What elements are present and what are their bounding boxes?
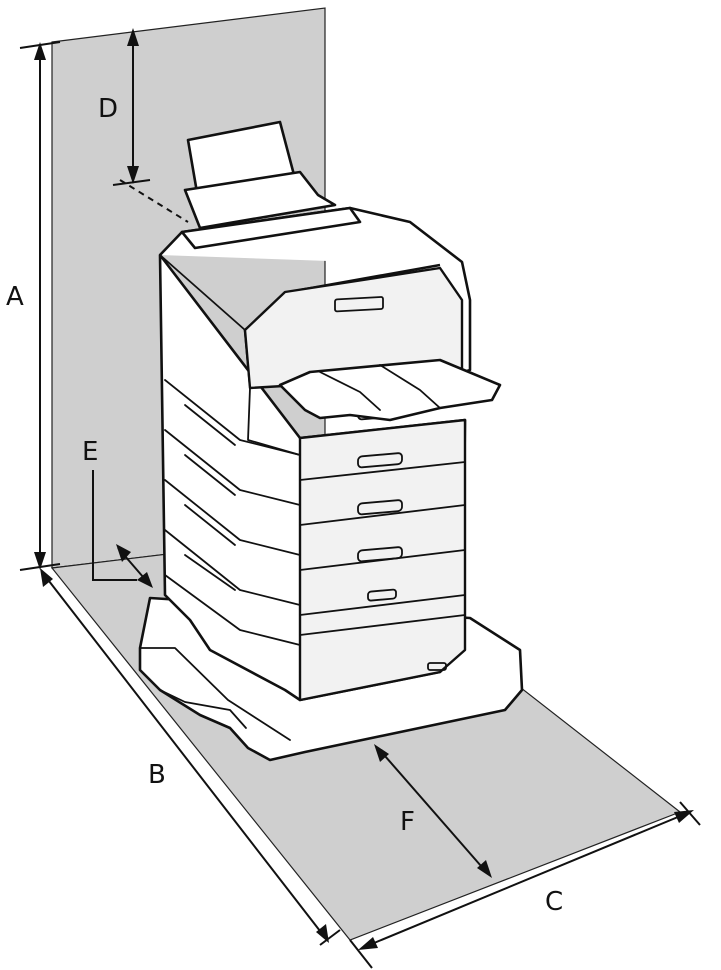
label-a: A — [6, 282, 24, 312]
dimension-a — [19, 41, 61, 571]
dimension-c — [349, 801, 701, 969]
label-f: F — [400, 807, 415, 837]
dimension-e — [92, 470, 153, 588]
d-reference-line — [119, 179, 189, 223]
label-b: B — [148, 760, 166, 790]
dimension-b — [40, 568, 341, 946]
label-c: C — [545, 887, 563, 917]
dimension-d — [112, 28, 151, 186]
printer-body — [158, 253, 467, 702]
dimension-f — [374, 744, 492, 878]
printer-main-unit — [159, 120, 502, 456]
label-e: E — [82, 437, 98, 467]
label-d: D — [98, 94, 118, 124]
